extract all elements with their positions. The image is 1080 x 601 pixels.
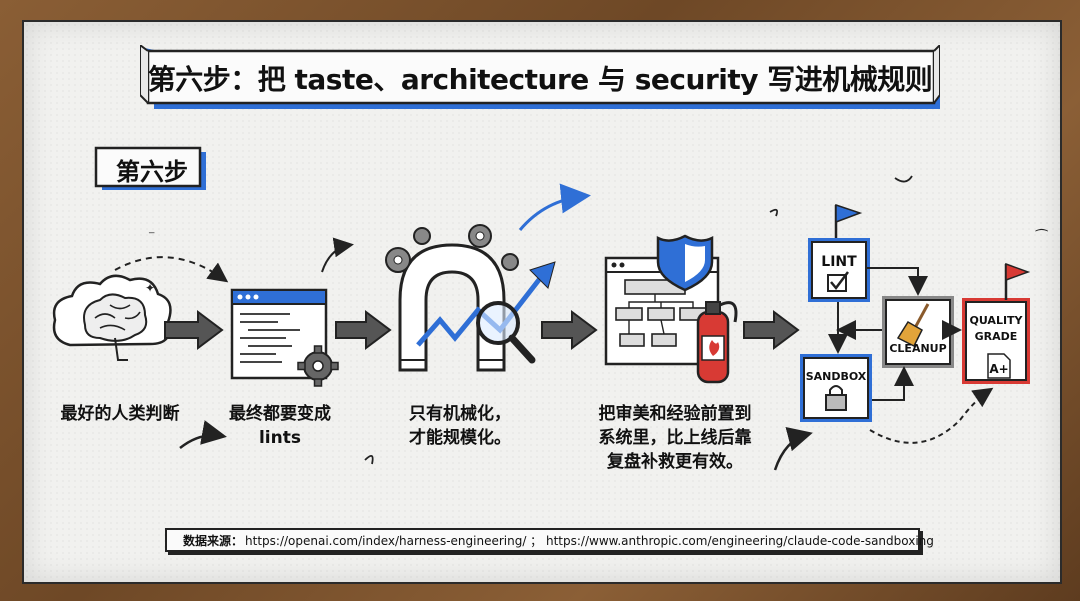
lock-icon [825,385,847,411]
title-banner [140,45,940,109]
step-tag [94,146,206,190]
cleanup-label: CLEANUP [889,342,946,355]
brain-cloud-icon [52,274,172,361]
flag-icon [834,203,863,238]
security-shield-icon [656,234,714,292]
page-title: 第六步：把 taste、architecture 与 security 写进机械… [147,63,933,96]
gear-icon [297,345,339,387]
arrow-1 [164,310,224,350]
caption-shift-left: 把审美和经验前置到 系统里，比上线后靠 复盘补救更有效。 [598,404,752,472]
caption-mechanize: 只有机械化， 才能规模化。 [409,404,511,448]
dashed-arrow [114,256,229,283]
fire-extinguisher-icon [696,301,738,384]
quality-box [962,298,1030,384]
magnifier-icon [476,301,536,364]
sandbox-box [800,354,872,422]
grade-value: A+ [989,362,1008,376]
step-label: 第六步 [116,157,188,186]
source-links: https://openai.com/index/harness-enginee… [245,533,934,548]
gear-icon [385,224,519,273]
arrow-2 [335,310,392,350]
lint-label: LINT [821,254,857,270]
arrow-3 [541,310,598,350]
source-footer: 数据来源： https://openai.com/index/harness-e… [165,528,934,552]
caption-human-judgment: 最好的人类判断 [60,404,180,424]
source-label: 数据来源： [183,533,244,548]
lint-box [808,238,870,302]
svg-text:⁻: ⁻ [148,228,155,244]
sandbox-label: SANDBOX [806,370,867,383]
grade-label: GRADE [975,330,1018,343]
quality-label: QUALITY [969,314,1023,327]
arrow-4 [743,310,800,350]
caption-lints: 最终都要变成 lints [229,404,331,448]
svg-text:⁀: ⁀ [1035,229,1048,246]
svg-text:✦: ✦ [145,281,155,295]
flag-icon [1004,262,1031,300]
checkbox-icon [827,271,849,292]
broom-icon [896,303,930,348]
